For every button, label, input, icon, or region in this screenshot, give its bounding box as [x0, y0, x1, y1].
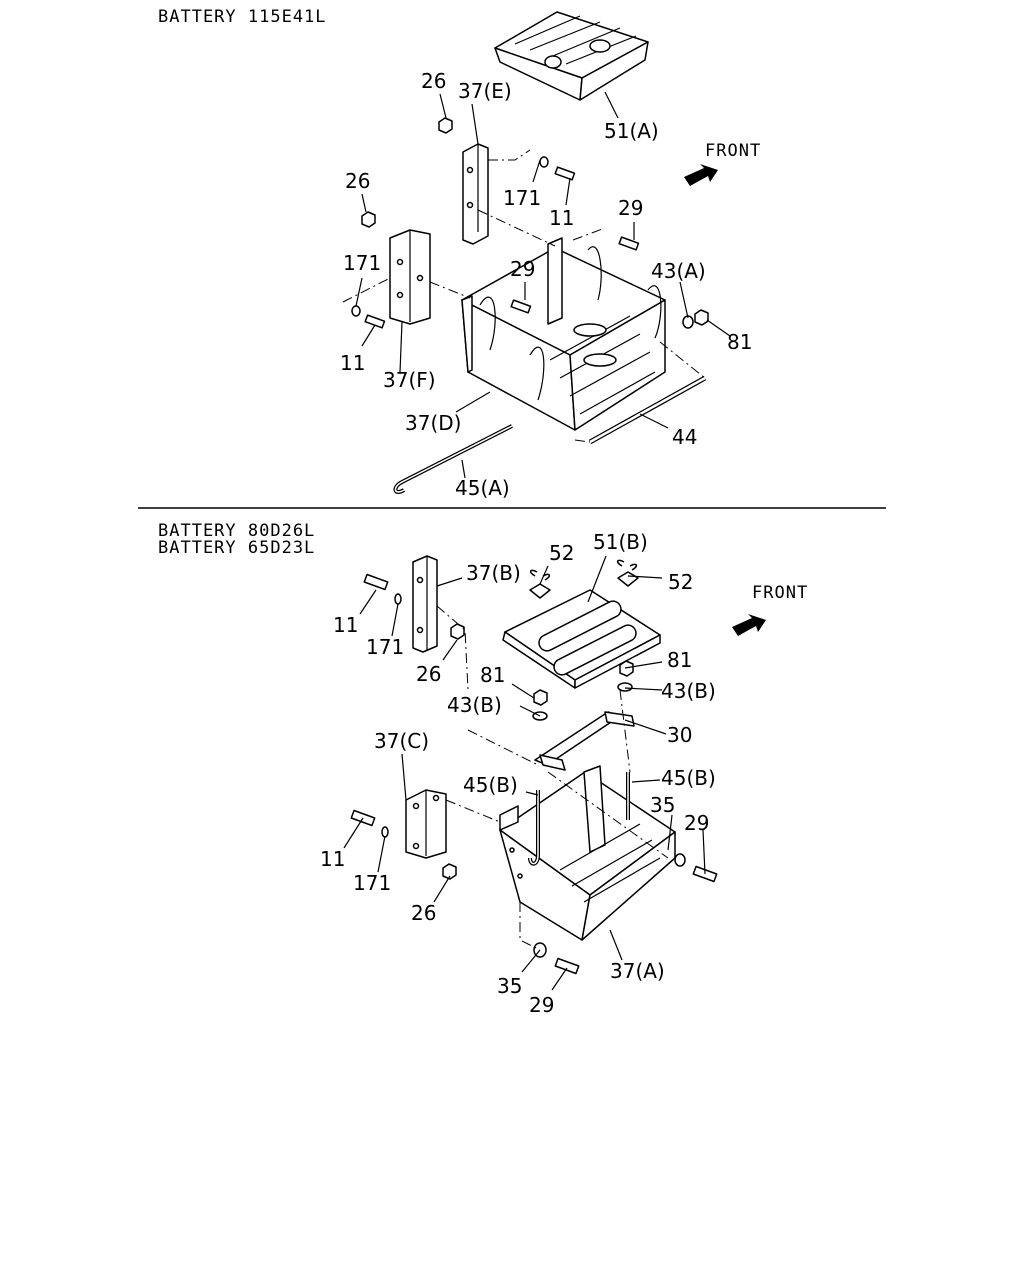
callout-29: 29: [684, 811, 709, 835]
callout-37b: 37(B): [466, 561, 521, 585]
callout-26: 26: [421, 69, 446, 93]
section-top-header: BATTERY 115E41L: [158, 7, 327, 27]
top-assembly: FRONT 26 37(E) 51(A) 171 11 26 171 29 29…: [340, 11, 761, 500]
callout-81: 81: [480, 663, 505, 687]
callout-37d: 37(D): [405, 411, 461, 435]
callout-43a: 43(A): [651, 259, 706, 283]
callout-51b: 51(B): [593, 530, 648, 554]
battery-cover-51a: [494, 11, 649, 101]
battery-tray-37d: [461, 237, 666, 431]
callout-26: 26: [416, 662, 441, 686]
callout-29: 29: [510, 257, 535, 281]
callout-45b: 45(B): [661, 766, 716, 790]
callout-37e: 37(E): [458, 79, 512, 103]
front-arrow-icon: [684, 164, 718, 186]
callout-35: 35: [497, 974, 522, 998]
callout-171: 171: [353, 871, 391, 895]
bottom-assembly: FRONT 52 51(B) 52 37(B) 11 171 26 81 81 …: [320, 530, 808, 1017]
bracket-37b: [412, 555, 438, 653]
callout-37f: 37(F): [383, 368, 436, 392]
section-bottom-header-2: BATTERY 65D23L: [158, 538, 315, 558]
callout-52: 52: [668, 570, 693, 594]
callout-44: 44: [672, 425, 697, 449]
callout-11: 11: [549, 206, 574, 230]
callout-29: 29: [618, 196, 643, 220]
callout-37c: 37(C): [374, 729, 429, 753]
callout-51a: 51(A): [604, 119, 659, 143]
section-bottom-header-1: BATTERY 80D26L: [158, 521, 315, 541]
callout-81: 81: [667, 648, 692, 672]
callout-43b: 43(B): [447, 693, 502, 717]
front-arrow-icon: [732, 614, 766, 636]
front-label-top: FRONT: [705, 141, 761, 161]
callout-45b: 45(B): [463, 773, 518, 797]
callout-26: 26: [411, 901, 436, 925]
callout-30: 30: [667, 723, 692, 747]
battery-cover-51b: [502, 589, 661, 689]
callout-11: 11: [333, 613, 358, 637]
bracket-37e: [462, 143, 489, 245]
front-label-bottom: FRONT: [752, 583, 808, 603]
callout-171: 171: [366, 635, 404, 659]
callout-45a: 45(A): [455, 476, 510, 500]
callout-37a: 37(A): [610, 959, 665, 983]
callout-43b: 43(B): [661, 679, 716, 703]
callout-81: 81: [727, 330, 752, 354]
callout-171: 171: [343, 251, 381, 275]
callout-11: 11: [340, 351, 365, 375]
callout-52: 52: [549, 541, 574, 565]
callout-29: 29: [529, 993, 554, 1017]
callout-35: 35: [650, 793, 675, 817]
callout-26: 26: [345, 169, 370, 193]
callout-171: 171: [503, 186, 541, 210]
callout-11: 11: [320, 847, 345, 871]
